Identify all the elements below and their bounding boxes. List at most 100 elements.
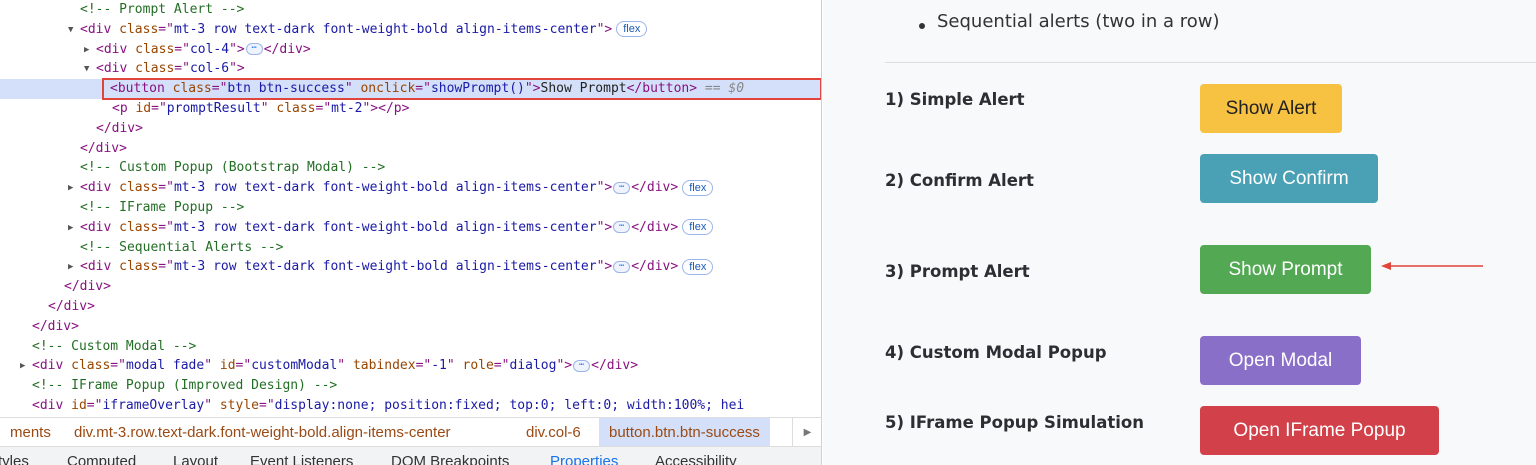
arrow-annotation-icon <box>1381 262 1483 270</box>
code-token: tabindex <box>352 358 416 374</box>
dom-node-line[interactable]: <!-- Custom Popup (Bootstrap Modal) --> <box>0 158 821 178</box>
ellipsis-expand-icon[interactable]: ⋯ <box>573 359 591 372</box>
dom-node-code: <div class="mt-3 row text-dark font-weig… <box>80 218 714 238</box>
dom-node-line[interactable]: </div> <box>0 277 821 297</box>
dom-node-line[interactable]: </div> <box>0 317 821 337</box>
expand-triangle-down-icon[interactable]: ▼ <box>68 24 74 35</box>
dom-node-line[interactable]: <!-- IFrame Popup (Improved Design) --> <box>0 376 821 396</box>
code-token: style <box>219 398 259 413</box>
expand-triangle-right-icon[interactable]: ▶ <box>68 222 74 233</box>
code-token: <!-- IFrame Popup (Improved Design) --> <box>32 378 338 394</box>
code-token: </div> <box>32 318 79 334</box>
row-label: 2) Confirm Alert <box>885 171 1034 190</box>
dom-node-code: <div class="col-6"> <box>96 59 245 79</box>
expand-triangle-right-icon[interactable]: ▶ <box>84 44 90 55</box>
code-token: =" <box>158 219 174 235</box>
dom-node-code: </div> <box>32 317 79 337</box>
tab-properties[interactable]: Properties <box>550 453 619 465</box>
divider <box>885 62 1536 63</box>
show-confirm-button[interactable]: Show Confirm <box>1200 154 1378 203</box>
expand-triangle-down-icon[interactable]: ▼ <box>84 64 90 75</box>
open-iframe-popup-button[interactable]: Open IFrame Popup <box>1200 406 1439 455</box>
breadcrumb-scroll-right-icon[interactable]: ▶ <box>792 418 821 446</box>
ellipsis-expand-icon[interactable]: ⋯ <box>613 181 631 194</box>
flex-badge[interactable]: flex <box>682 258 714 275</box>
code-token: </div> <box>631 219 679 235</box>
tab-dom-breakpoints[interactable]: DOM Breakpoints <box>391 453 510 465</box>
code-token: class <box>135 41 175 57</box>
code-token: id <box>135 101 152 116</box>
dom-node-line[interactable]: ▶<div class="mt-3 row text-dark font-wei… <box>0 178 821 198</box>
bullet-item: Sequential alerts (two in a row) <box>937 11 1220 32</box>
panel-tabs: Styles Computed Layout Event Listeners D… <box>0 447 821 465</box>
code-token: showPrompt() <box>430 81 525 97</box>
ellipsis-expand-icon[interactable]: ⋯ <box>613 221 631 234</box>
code-token: " <box>204 398 220 413</box>
dom-node-line[interactable]: ▶ <div class="mt-3 row text-dark font-wei… <box>0 218 821 238</box>
code-token: "> <box>596 259 613 275</box>
code-token: col-4 <box>189 41 230 57</box>
open-modal-button[interactable]: Open Modal <box>1200 336 1361 385</box>
tab-layout[interactable]: Layout <box>173 453 219 465</box>
dom-node-line[interactable]: <!-- Prompt Alert --> <box>0 0 821 20</box>
breadcrumb: ments div.mt-3.row.text-dark.font-weight… <box>0 417 821 447</box>
dom-node-line[interactable]: <!-- Custom Modal --> <box>0 337 821 357</box>
breadcrumb-item[interactable]: div.mt-3.row.text-dark.font-weight-bold.… <box>74 424 451 441</box>
code-token: class <box>119 219 159 235</box>
ellipsis-expand-icon[interactable]: ⋯ <box>245 43 263 56</box>
dom-node-line[interactable]: </div> <box>0 139 821 159</box>
dom-node-line[interactable]: ▼ <div class="mt-3 row text-dark font-wei… <box>0 20 821 40</box>
ellipsis-expand-icon[interactable]: ⋯ <box>613 260 631 273</box>
code-token: "> <box>556 358 573 374</box>
dom-node-line[interactable]: ▶<div class="modal fade" id="customModal… <box>0 356 821 376</box>
code-token: "> <box>596 180 613 196</box>
dom-node-selected[interactable]: <button class="btn btn-success" onclick=… <box>0 79 821 100</box>
dom-node-code: <div class="mt-3 row text-dark font-weig… <box>80 20 648 40</box>
expand-triangle-right-icon[interactable]: ▶ <box>68 262 74 273</box>
code-token: <div <box>96 61 136 77</box>
flex-badge[interactable]: flex <box>682 179 714 196</box>
dom-node-line[interactable]: </div> <box>0 119 821 139</box>
code-token: modal fade <box>125 358 205 374</box>
code-token: id <box>71 398 87 413</box>
breadcrumb-item[interactable]: ments <box>10 424 51 441</box>
code-token: "> <box>229 61 245 77</box>
expand-triangle-right-icon[interactable]: ▶ <box>68 183 74 194</box>
code-token: mt-3 row text-dark font-weight-bold alig… <box>173 219 597 235</box>
tab-styles[interactable]: Styles <box>0 453 29 465</box>
dom-node-code: <p id="promptResult" class="mt-2"></p> <box>112 99 409 119</box>
code-token: == $0 <box>697 81 745 97</box>
code-token: <div <box>96 41 136 57</box>
code-token: promptResult <box>166 101 261 116</box>
dom-node-line[interactable]: <!-- IFrame Popup --> <box>0 198 821 218</box>
dom-node-line[interactable]: ▶<div class="col-4">⋯</div> <box>0 40 821 60</box>
code-token: " <box>446 358 463 374</box>
flex-badge[interactable]: flex <box>616 21 648 38</box>
code-token: Show Prompt <box>540 81 627 97</box>
code-token: "> <box>229 41 245 57</box>
code-token: <div <box>80 259 120 275</box>
show-alert-button[interactable]: Show Alert <box>1200 84 1342 133</box>
dom-node-line[interactable]: </div> <box>0 297 821 317</box>
dom-node-line[interactable]: <p id="promptResult" class="mt-2"></p> <box>0 99 821 119</box>
tab-computed[interactable]: Computed <box>67 453 137 465</box>
dom-node-code: <!-- IFrame Popup (Improved Design) --> <box>32 376 337 396</box>
code-token: =" <box>211 81 228 97</box>
flex-badge[interactable]: flex <box>682 219 714 236</box>
code-token: <!-- IFrame Popup --> <box>80 200 245 215</box>
expand-triangle-right-icon[interactable]: ▶ <box>20 361 26 372</box>
dom-node-line[interactable]: ▼ <div class="col-6"> <box>0 59 821 79</box>
tab-event-listeners[interactable]: Event Listeners <box>250 453 354 465</box>
breadcrumb-item-active[interactable]: button.btn.btn-success <box>599 418 770 446</box>
code-token: mt-3 row text-dark font-weight-bold alig… <box>173 259 597 275</box>
dom-node-line[interactable]: <div id="iframeOverlay" style="display:n… <box>0 396 821 416</box>
dom-node-line[interactable]: ▶<div class="mt-3 row text-dark font-wei… <box>0 257 821 277</box>
breadcrumb-item[interactable]: div.col-6 <box>526 424 581 441</box>
code-token: class <box>71 358 111 374</box>
tab-accessibility[interactable]: Accessibility <box>655 453 737 465</box>
show-prompt-button[interactable]: Show Prompt <box>1200 245 1371 294</box>
code-token: <p <box>112 101 136 116</box>
dom-node-code: <!-- IFrame Popup --> <box>80 198 244 218</box>
code-token: =" <box>158 259 174 275</box>
dom-node-line[interactable]: <!-- Sequential Alerts --> <box>0 238 821 258</box>
